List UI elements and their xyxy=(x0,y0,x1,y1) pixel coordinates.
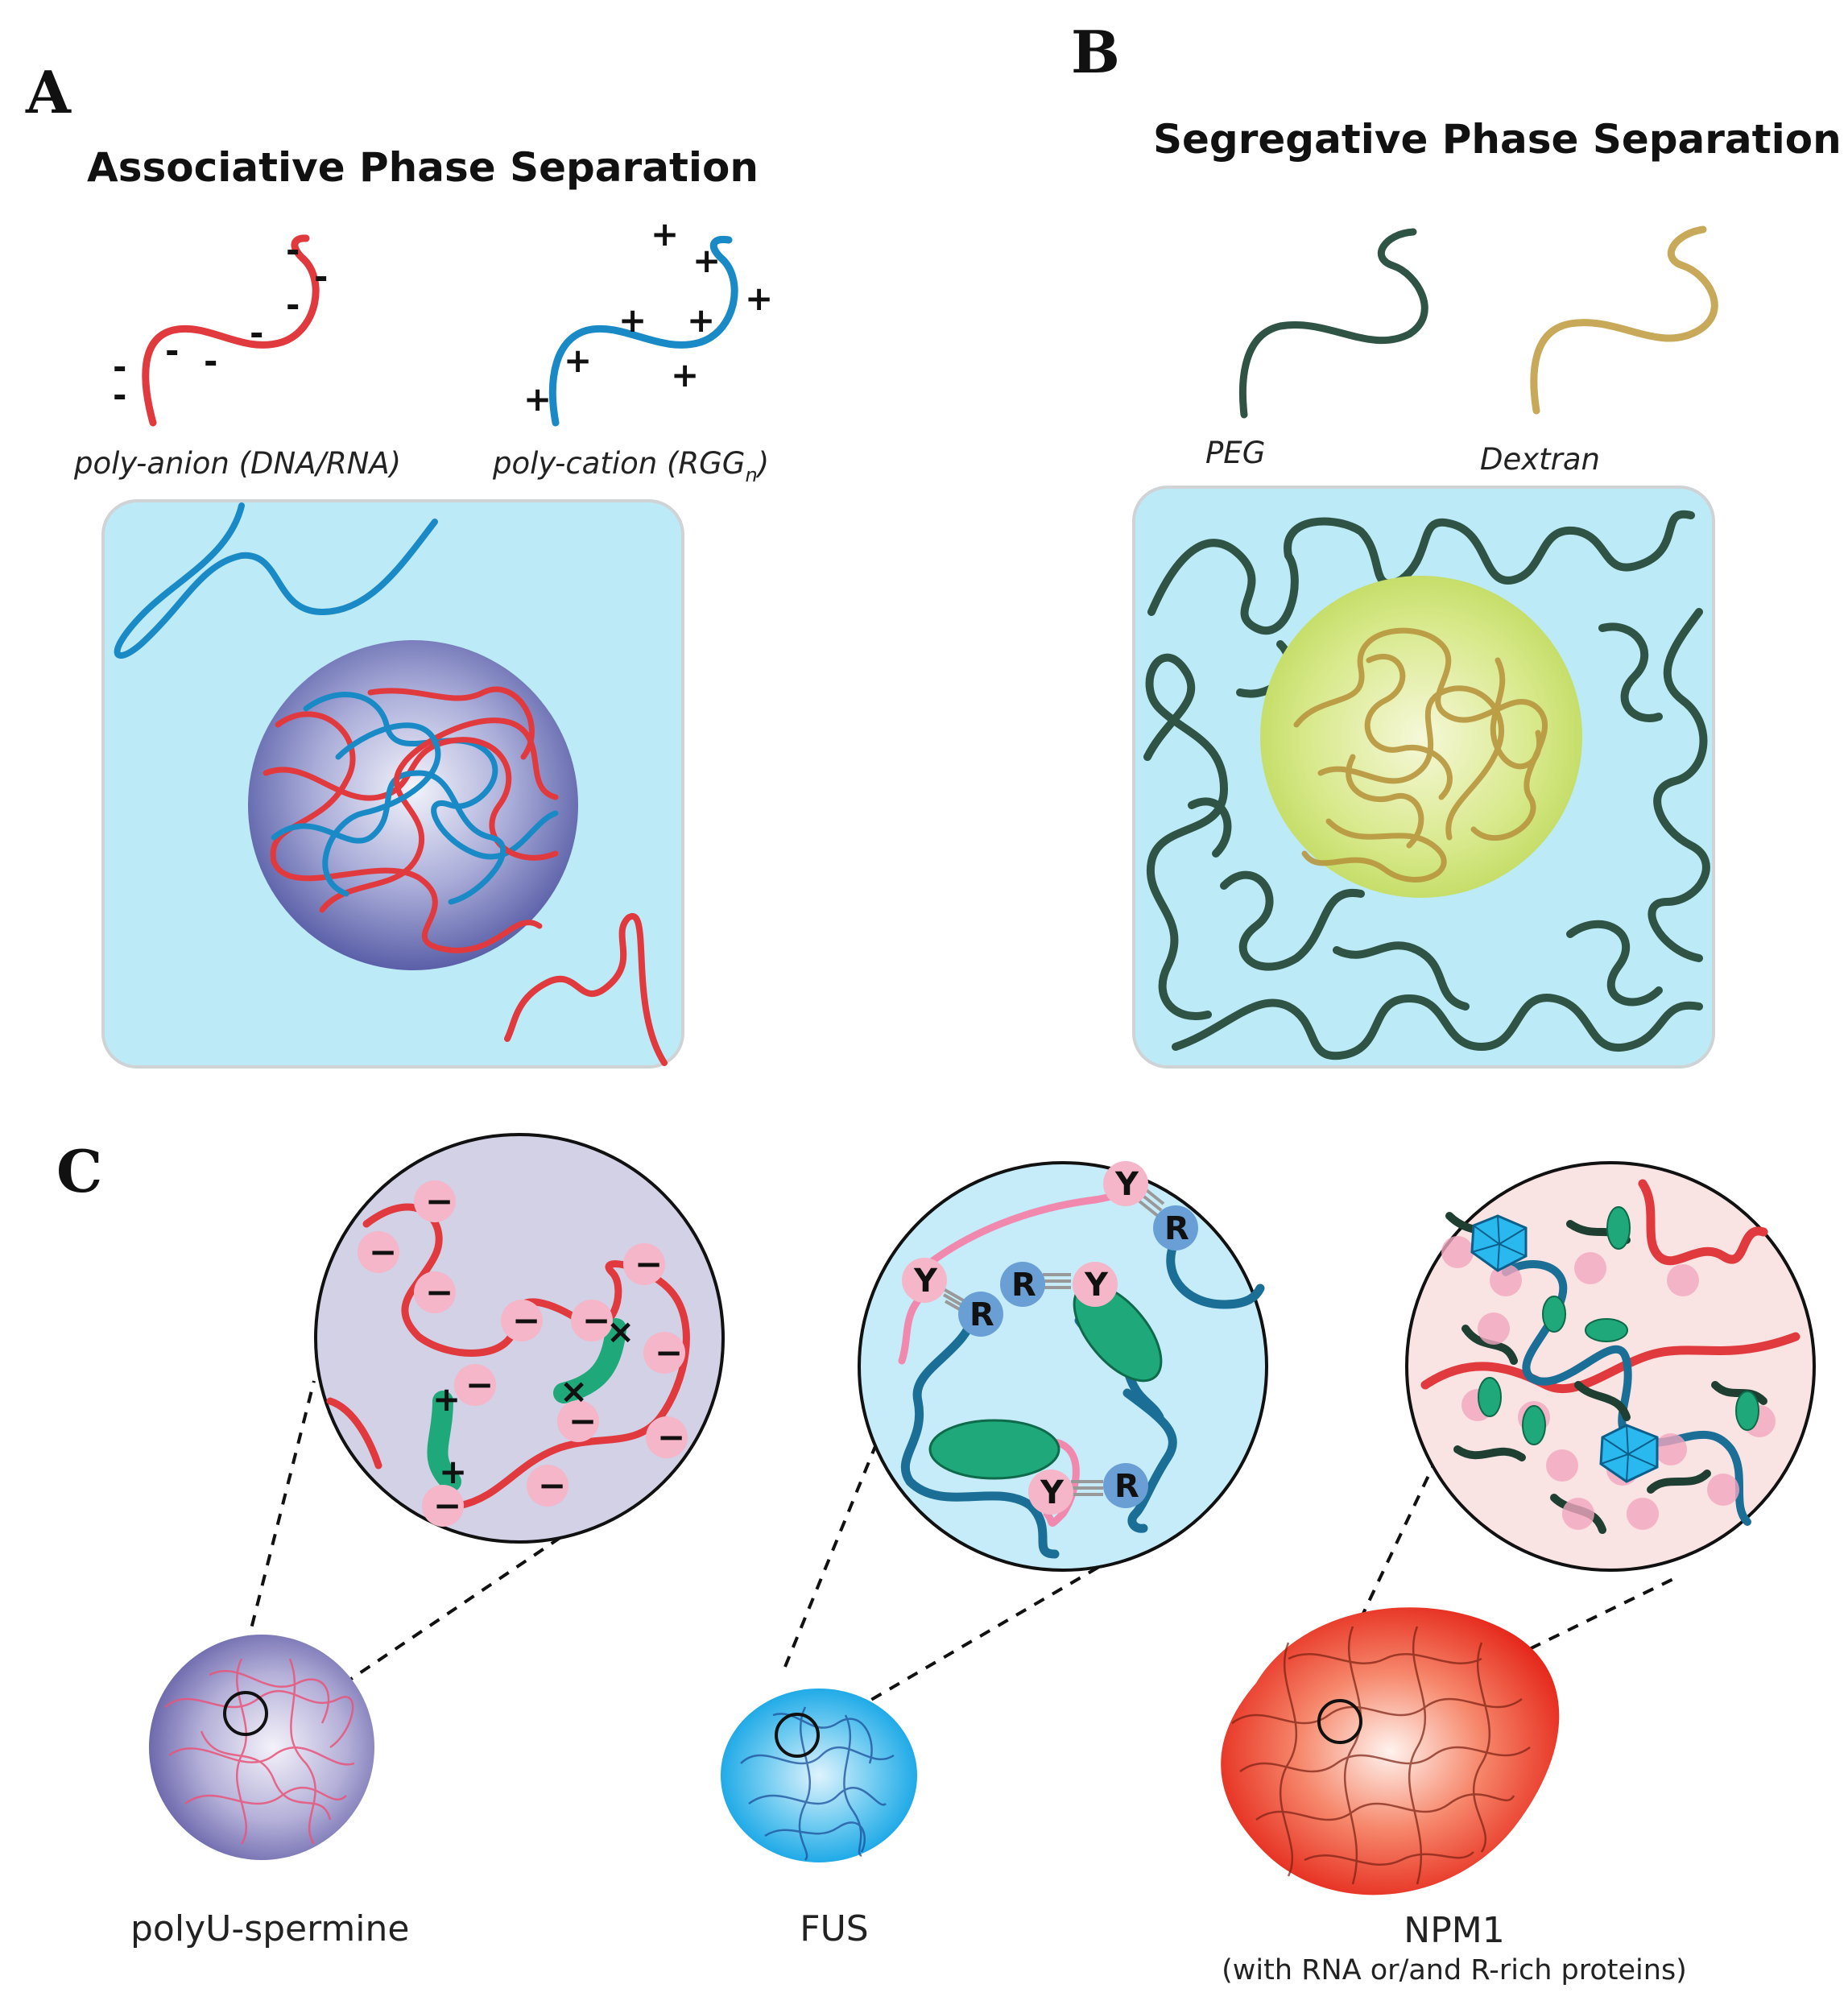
svg-text:×: × xyxy=(606,1312,635,1351)
svg-text:R: R xyxy=(1011,1267,1036,1304)
panel-a-letter: A xyxy=(25,58,72,126)
svg-text:×: × xyxy=(560,1371,588,1411)
y-beads: Y Y Y Y xyxy=(902,1161,1148,1515)
dextran-droplet xyxy=(1260,576,1582,898)
svg-text:+: + xyxy=(439,1452,467,1491)
panel-b-letter: B xyxy=(1071,18,1120,86)
plus-charge: + xyxy=(687,300,715,340)
svg-text:−: − xyxy=(538,1465,566,1505)
dextran-chain xyxy=(1530,225,1718,415)
panel-a: A Associative Phase Separation - - - - -… xyxy=(25,58,773,1069)
minus-charge: - xyxy=(204,341,217,381)
svg-text:R: R xyxy=(1114,1468,1139,1505)
droplet-label-polyu-spermine: polyU-spermine xyxy=(130,1908,409,1949)
droplet-label-fus: FUS xyxy=(800,1908,868,1949)
plus-charge: + xyxy=(671,355,699,395)
svg-text:−: − xyxy=(369,1232,397,1271)
plus-charge: + xyxy=(523,379,552,419)
minus-charge: - xyxy=(113,375,126,415)
free-polycation-chain xyxy=(114,502,438,659)
polyanion-charges: - - - - - - - - xyxy=(113,230,328,415)
zoom-marker xyxy=(1317,1699,1362,1744)
svg-text:−: − xyxy=(568,1401,597,1441)
droplet-label-npm1: NPM1 xyxy=(1404,1910,1504,1951)
droplet-chains xyxy=(263,686,559,953)
svg-text:−: − xyxy=(512,1300,540,1340)
npm1-green-domains xyxy=(1478,1206,1759,1445)
plus-charge: + xyxy=(651,214,679,254)
svg-text:−: − xyxy=(465,1365,494,1404)
svg-text:−: − xyxy=(655,1333,683,1372)
plus-charge: + xyxy=(745,279,773,318)
polyanion-chain xyxy=(142,234,320,427)
svg-text:Y: Y xyxy=(1114,1166,1139,1203)
droplet-note-npm1: (with RNA or/and R-rich proteins) xyxy=(1222,1954,1687,1986)
peg-chain xyxy=(1239,228,1428,419)
panel-b: B Segregative Phase Separation PEG Dextr… xyxy=(1071,18,1842,1069)
droplet-npm1 xyxy=(1221,1607,1560,1895)
peg-label: PEG xyxy=(1205,436,1265,470)
minus-charges: − − − − − − − − − − − − xyxy=(369,1181,685,1525)
svg-text:+: + xyxy=(432,1379,461,1419)
npm1-pentamer-icons xyxy=(1470,1214,1659,1483)
polycation-chain xyxy=(548,235,738,427)
plus-charge: + xyxy=(692,241,721,280)
panel-a-title: Associative Phase Separation xyxy=(87,144,759,191)
dextran-network xyxy=(1293,627,1548,883)
zoom-circle-polyu-spermine: − − − − − − − − − − − − + + × × xyxy=(314,1133,725,1544)
panel-c-letter: C xyxy=(56,1137,102,1205)
plus-charge: + xyxy=(618,300,647,340)
polyanion-label: poly-anion (DNA/RNA) xyxy=(73,446,401,481)
svg-text:Y: Y xyxy=(1084,1267,1109,1304)
dextran-label: Dextran xyxy=(1480,442,1600,477)
plus-charges: + + × × xyxy=(432,1312,635,1491)
zoom-marker xyxy=(223,1691,268,1736)
pink-beads xyxy=(358,1180,688,1527)
svg-text:Y: Y xyxy=(1040,1474,1065,1511)
svg-text:Y: Y xyxy=(913,1263,938,1300)
svg-text:−: − xyxy=(635,1244,663,1284)
minus-charge: - xyxy=(250,313,263,353)
minus-charge: - xyxy=(113,347,126,387)
svg-text:−: − xyxy=(433,1486,461,1525)
green-domain xyxy=(928,1419,1060,1480)
zoom-circle-fus: Y Y Y Y R R R R xyxy=(858,1161,1268,1572)
panel-b-title: Segregative Phase Separation xyxy=(1153,116,1842,163)
svg-text:R: R xyxy=(969,1296,994,1333)
minus-charge: - xyxy=(314,257,328,296)
svg-text:R: R xyxy=(1164,1210,1189,1247)
stacking-bonds xyxy=(941,1186,1165,1496)
svg-text:−: − xyxy=(425,1181,453,1221)
panel-c: C − − − xyxy=(56,1133,1816,1986)
svg-text:−: − xyxy=(657,1417,685,1457)
droplet-polyu-spermine xyxy=(149,1635,374,1860)
free-polyanion-chain xyxy=(504,912,668,1066)
polycation-label: poly-cation (RGGn) xyxy=(492,446,769,486)
polycation-charges: + + + + + + + + xyxy=(523,214,773,419)
r-beads: R R R R xyxy=(958,1205,1198,1508)
plus-charge: + xyxy=(564,341,592,380)
svg-text:−: − xyxy=(425,1272,453,1312)
minus-charge: - xyxy=(286,285,300,324)
droplet-fus xyxy=(721,1689,917,1862)
zoom-marker xyxy=(775,1713,820,1758)
zoom-circle-npm1 xyxy=(1405,1161,1816,1572)
minus-charge: - xyxy=(286,230,300,270)
minus-charge: - xyxy=(165,331,179,370)
svg-text:−: − xyxy=(582,1300,610,1340)
